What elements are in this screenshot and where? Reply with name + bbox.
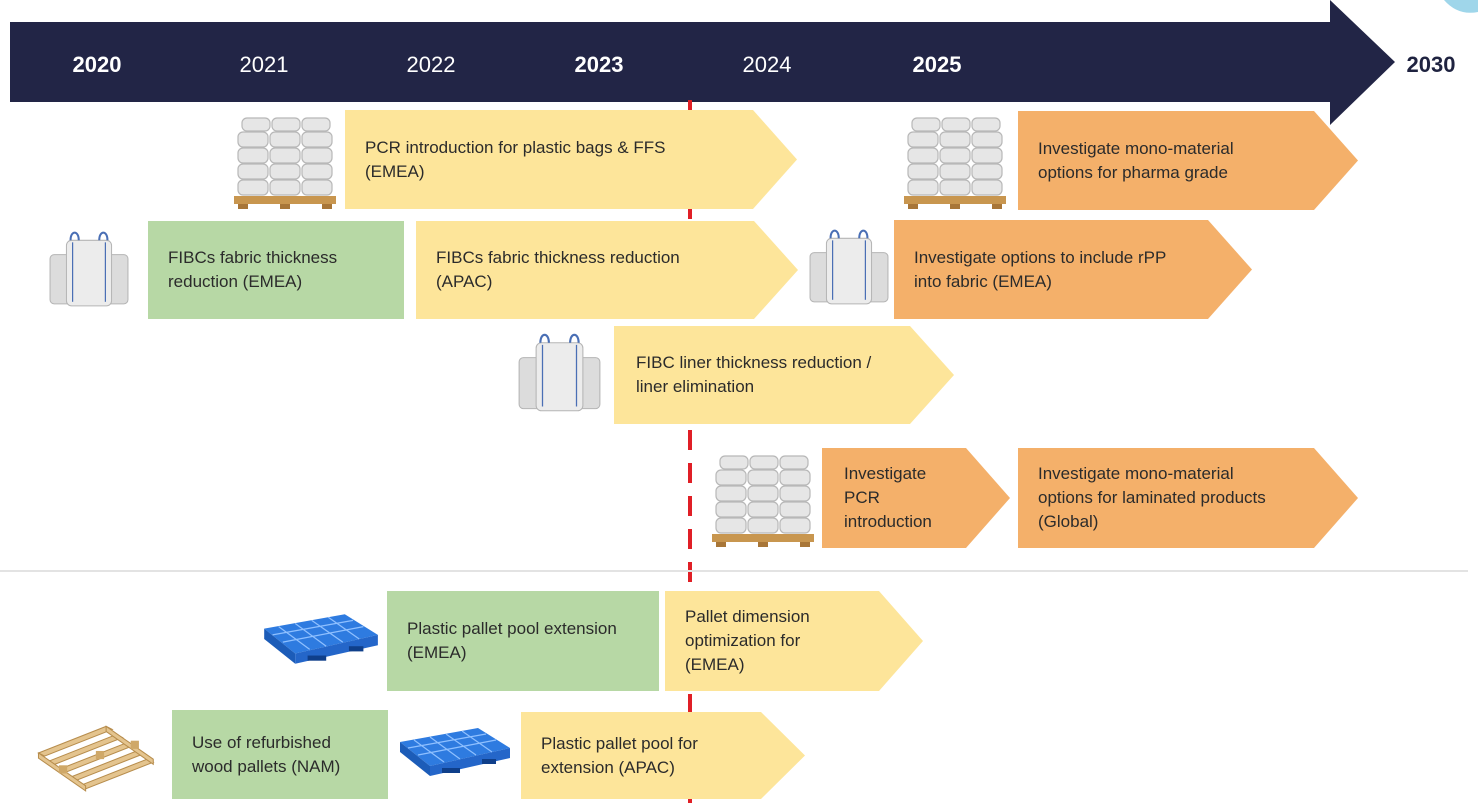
mono-material-laminated-label: Investigate mono-material options for la… — [1038, 464, 1266, 531]
current-date-marker — [688, 100, 692, 803]
bulk-bag-icon — [512, 330, 607, 415]
refurbished-wood-label: Use of refurbished wood pallets (NAM) — [192, 732, 341, 776]
fibc-liner-label: FIBC liner thickness reduction / liner e… — [636, 353, 872, 396]
pcr-plastic-bags-label: PCR introduction for plastic bags & FFS … — [365, 137, 666, 181]
fibc-fabric-apac-label: FIBCs fabric thickness reduction (APAC) — [436, 248, 680, 291]
year-2022-label: 2022 — [406, 52, 456, 77]
fibc-liner-block: FIBC liner thickness reduction / liner e… — [614, 326, 954, 424]
mono-material-pharma-label: Investigate mono-material options for ph… — [1038, 138, 1234, 182]
rpp-fabric-label: Investigate options to include rPP into … — [914, 247, 1167, 291]
timeline-arrow — [10, 0, 1395, 125]
fibc-fabric-emea-block: FIBCs fabric thickness reduction (EMEA) — [148, 221, 404, 319]
wood-pallet-icon — [34, 712, 168, 794]
bag-stack-icon — [900, 110, 1010, 210]
year-2024-label: 2024 — [742, 52, 792, 77]
plastic-pallet-emea-label: Plastic pallet pool extension (EMEA) — [407, 619, 617, 662]
year-2021-label: 2021 — [239, 52, 289, 77]
pallet-dimension-block: Pallet dimension optimization for (EMEA) — [665, 591, 923, 691]
bulk-bag-icon — [48, 228, 130, 310]
year-2025-label: 2025 — [912, 52, 962, 77]
bag-stack-icon — [230, 110, 340, 210]
fibc-fabric-apac-block: FIBCs fabric thickness reduction (APAC) — [416, 221, 798, 319]
plastic-pallet-apac-block: Plastic pallet pool for extension (APAC) — [521, 712, 805, 799]
pallet-dimension-label: Pallet dimension optimization for (EMEA) — [685, 607, 810, 674]
section-divider — [0, 570, 1468, 572]
refurbished-wood-block: Use of refurbished wood pallets (NAM) — [172, 710, 388, 799]
mono-material-laminated-block: Investigate mono-material options for la… — [1018, 448, 1358, 548]
mono-material-pharma-block: Investigate mono-material options for ph… — [1018, 111, 1358, 210]
rpp-fabric-block: Investigate options to include rPP into … — [894, 220, 1252, 319]
plastic-pallet-emea-block: Plastic pallet pool extension (EMEA) — [387, 591, 659, 691]
plastic-pallet-icon — [394, 722, 514, 782]
year-2023-label: 2023 — [574, 52, 624, 77]
pcr-plastic-bags-block: PCR introduction for plastic bags & FFS … — [345, 110, 797, 209]
plastic-pallet-icon — [258, 608, 382, 670]
fibc-fabric-emea-label: FIBCs fabric thickness reduction (EMEA) — [168, 248, 338, 291]
plastic-pallet-apac-label: Plastic pallet pool for extension (APAC) — [541, 733, 698, 777]
year-2030-label: 2030 — [1406, 52, 1456, 77]
corner-logo-icon — [1444, 0, 1478, 13]
bulk-bag-icon — [808, 226, 890, 308]
year-2020-label: 2020 — [72, 52, 122, 77]
pcr-investigate-block: Investigate PCR introduction — [822, 448, 1010, 548]
bag-stack-icon — [708, 448, 818, 548]
pcr-investigate-label: Investigate PCR introduction — [844, 464, 932, 531]
